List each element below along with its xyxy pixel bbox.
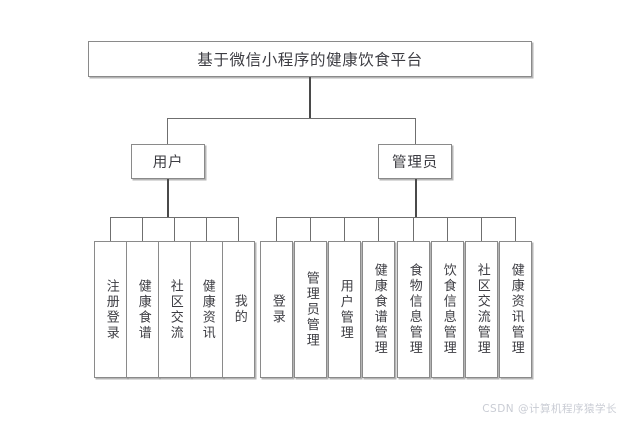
connector-admin-child-3: [378, 217, 379, 241]
branch-node-user[interactable]: 用户: [131, 144, 205, 179]
connector-admin-child-6: [481, 217, 482, 241]
leaf-node-admin-0[interactable]: 登录: [260, 241, 293, 378]
leaf-node-admin-4[interactable]: 食物信息管理: [397, 241, 430, 378]
leaf-node-admin-7[interactable]: 健康资讯管理: [499, 241, 532, 378]
connector-root-stem: [309, 77, 311, 118]
leaf-node-admin-2-label: 用户管理: [337, 278, 353, 341]
connector-admin-child-4: [413, 217, 414, 241]
leaf-node-user-0-label: 注册登录: [103, 278, 119, 341]
leaf-node-user-1[interactable]: 健康食谱: [126, 241, 159, 378]
leaf-node-user-3-label: 健康资讯: [199, 278, 215, 341]
branch-node-user-label: 用户: [152, 155, 184, 171]
leaf-node-admin-6-label: 社区交流管理: [474, 263, 490, 356]
leaf-node-admin-1[interactable]: 管理员管理: [294, 241, 327, 378]
leaf-node-admin-4-label: 食物信息管理: [406, 263, 422, 356]
connector-admin-child-7: [515, 217, 516, 241]
leaf-node-admin-3[interactable]: 健康食谱管理: [362, 241, 395, 378]
connector-level2-bus: [167, 118, 416, 119]
connector-admin-bus: [276, 217, 516, 218]
connector-user-child-2: [174, 217, 175, 241]
leaf-node-admin-2[interactable]: 用户管理: [328, 241, 361, 378]
leaf-node-admin-6[interactable]: 社区交流管理: [465, 241, 498, 378]
leaf-node-admin-5-label: 饮食信息管理: [440, 263, 456, 356]
leaf-node-admin-3-label: 健康食谱管理: [371, 263, 387, 356]
connector-user-stem: [167, 179, 169, 217]
leaf-node-admin-5[interactable]: 饮食信息管理: [431, 241, 464, 378]
connector-to-admin: [415, 118, 416, 144]
connector-admin-child-2: [344, 217, 345, 241]
root-node-label: 基于微信小程序的健康饮食平台: [197, 51, 423, 69]
leaf-node-user-0[interactable]: 注册登录: [94, 241, 127, 378]
leaf-node-user-2-label: 社区交流: [167, 278, 183, 341]
branch-node-admin[interactable]: 管理员: [378, 144, 452, 179]
connector-user-child-1: [142, 217, 143, 241]
leaf-node-user-4[interactable]: 我的: [222, 241, 255, 378]
root-node[interactable]: 基于微信小程序的健康饮食平台: [88, 41, 532, 77]
leaf-node-user-2[interactable]: 社区交流: [158, 241, 191, 378]
leaf-node-admin-0-label: 登录: [269, 294, 285, 325]
leaf-node-admin-7-label: 健康资讯管理: [508, 263, 524, 356]
connector-admin-child-1: [310, 217, 311, 241]
connector-user-child-0: [110, 217, 111, 241]
connector-admin-child-0: [276, 217, 277, 241]
branch-node-admin-label: 管理员: [392, 155, 438, 171]
leaf-node-admin-1-label: 管理员管理: [303, 270, 319, 349]
csdn-watermark: CSDN @计算机程序猿学长: [482, 403, 617, 415]
leaf-node-user-3[interactable]: 健康资讯: [190, 241, 223, 378]
connector-admin-stem: [415, 179, 417, 217]
leaf-node-user-1-label: 健康食谱: [135, 278, 151, 341]
connector-user-child-4: [238, 217, 239, 241]
connector-to-user: [167, 118, 168, 144]
connector-admin-child-5: [447, 217, 448, 241]
leaf-node-user-4-label: 我的: [231, 294, 247, 325]
connector-user-child-3: [206, 217, 207, 241]
